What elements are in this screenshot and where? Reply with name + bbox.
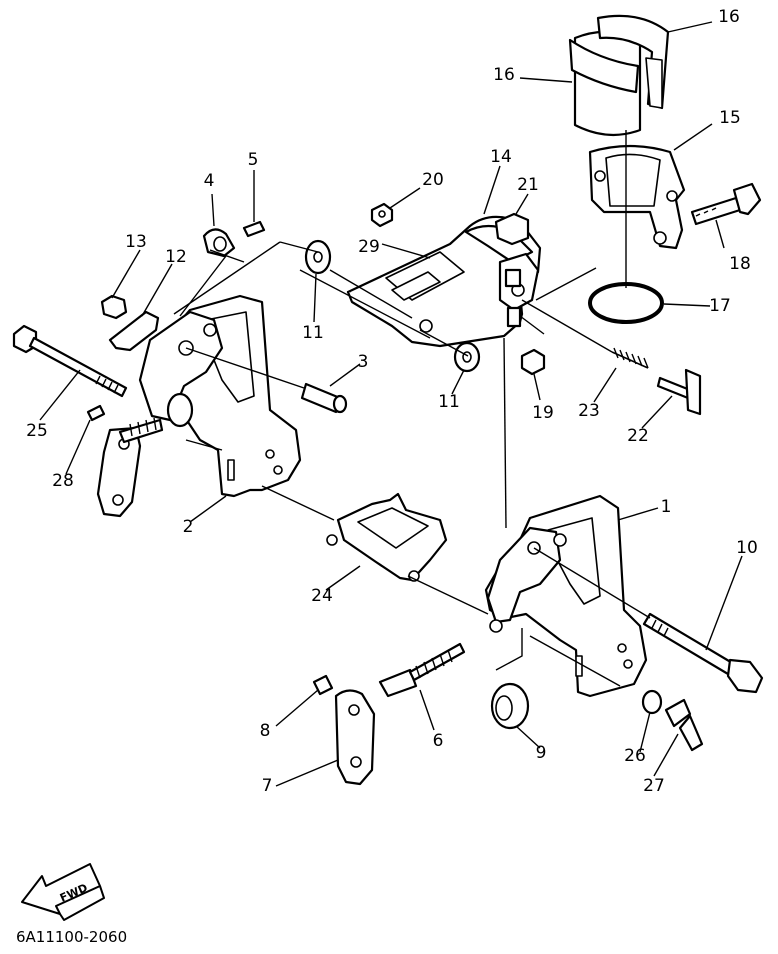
part-26-washer: [641, 689, 663, 715]
callout-15: 15: [719, 108, 741, 128]
part-6-spring-rod: [378, 642, 466, 698]
part-15-swivel-clamp: [588, 144, 686, 250]
callout-7: 7: [262, 776, 273, 796]
callout-6: 6: [433, 731, 444, 751]
part-1-clamp-bracket: [484, 494, 648, 698]
part-17-o-ring: [588, 282, 664, 324]
callout-29: 29: [358, 237, 380, 257]
part-24-thrust-holder: [326, 492, 448, 582]
part-11-washers: [304, 239, 481, 373]
callout-13: 13: [125, 232, 147, 252]
callout-19: 19: [532, 403, 554, 423]
part-7-tilt-lever: [334, 689, 376, 786]
part-16-sleeve: [568, 14, 670, 137]
left-tilt-lever: [96, 417, 164, 518]
callout-25: 25: [26, 421, 48, 441]
fwd-arrow-icon: FWD: [21, 863, 105, 921]
part-22-wing-bolt: [656, 368, 702, 416]
diagram-code: 6A11100-2060: [16, 928, 127, 946]
callout-1: 1: [661, 497, 672, 517]
callout-23: 23: [578, 401, 600, 421]
part-25-bolt: [12, 324, 128, 398]
callout-28: 28: [52, 471, 74, 491]
callout-22: 22: [627, 426, 649, 446]
part-14-swivel-bracket: [346, 215, 542, 348]
callout-26: 26: [624, 746, 646, 766]
part-23-spring: [611, 347, 649, 369]
callout-5: 5: [248, 150, 259, 170]
part-20-grease-nipple: [370, 202, 394, 228]
callout-16a: 16: [718, 7, 740, 27]
callout-11a: 11: [302, 323, 324, 343]
callout-18: 18: [729, 254, 751, 274]
callout-leaders: [39, 21, 743, 787]
callout-8: 8: [260, 721, 271, 741]
part-21-cap: [494, 212, 530, 246]
part-2-clamp-bracket: [138, 294, 302, 498]
part-10-bolt: [642, 612, 764, 694]
part-3-pin: [300, 382, 348, 414]
callout-17: 17: [709, 296, 731, 316]
part-19-nut: [520, 348, 546, 376]
callout-12: 12: [165, 247, 187, 267]
part-5-pin: [242, 220, 266, 238]
callout-20: 20: [422, 170, 444, 190]
part-9-cap: [490, 682, 530, 730]
part-28-pin: [86, 404, 106, 422]
part-13-nut: [100, 294, 128, 320]
callout-9: 9: [536, 743, 547, 763]
callout-27: 27: [643, 776, 665, 796]
callout-3: 3: [358, 352, 369, 372]
part-18-bolt: [690, 182, 762, 226]
callout-10: 10: [736, 538, 758, 558]
callout-2: 2: [183, 517, 194, 537]
callout-4: 4: [204, 171, 215, 191]
part-27-wing-nut: [664, 698, 704, 752]
part-12-plate: [108, 310, 160, 352]
callout-21: 21: [517, 175, 539, 195]
assembly-guide-lines: [173, 130, 651, 687]
callout-11b: 11: [438, 392, 460, 412]
callout-labels: 1 2 3 4 5 6 7 8 9 10 11 11 12 13 14 15 1…: [26, 7, 758, 796]
callout-24: 24: [311, 586, 333, 606]
part-4-bushing: [202, 228, 236, 258]
callout-16b: 16: [493, 65, 515, 85]
callout-14: 14: [490, 147, 512, 167]
